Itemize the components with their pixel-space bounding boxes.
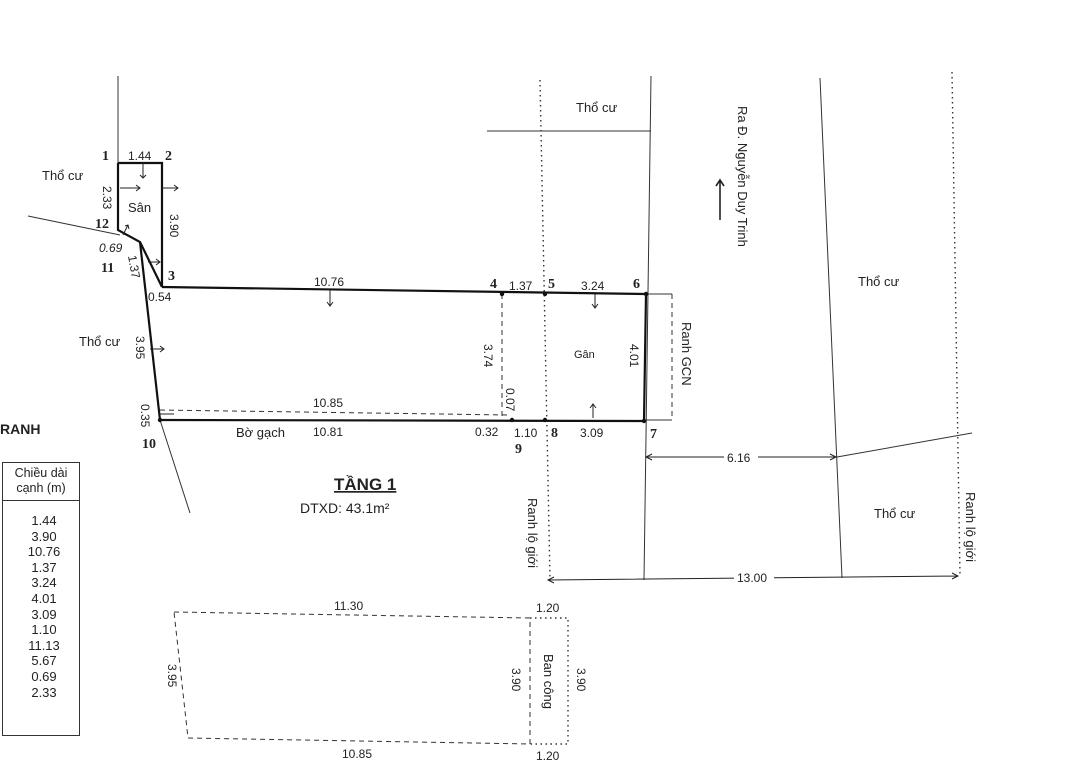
table-row: 0.69 [31, 668, 57, 684]
label-san: Sân [128, 200, 151, 215]
dim-2-3: 3.90 [167, 214, 181, 238]
dim-road-width: 6.16 [727, 451, 751, 465]
neighbor-right-line [836, 432, 973, 458]
road-edge-left [643, 75, 652, 581]
dim-3-4: 10.76 [314, 275, 344, 289]
label-tho-cu-1: Thổ cư [42, 168, 84, 183]
lot-edge-1-2-3 [118, 161, 164, 287]
table-row: 1.44 [31, 513, 57, 528]
road-edge-right [819, 77, 843, 579]
label-tho-cu-2: Thổ cư [79, 334, 121, 349]
table-row: 4.01 [31, 590, 57, 606]
balcony-outline [173, 611, 531, 745]
lot-main-outline [159, 285, 648, 423]
label-tho-cu-5: Thổ cư [874, 506, 916, 521]
dim-10-11: 3.95 [133, 336, 147, 360]
point-6: 6 [633, 277, 640, 292]
dim-9-8: 1.10 [514, 426, 538, 440]
balcony-dim-outer: 3.90 [574, 668, 588, 692]
point-8: 8 [551, 426, 558, 441]
dim-10-9: 10.81 [313, 425, 343, 439]
balcony-dim-left: 3.95 [165, 664, 179, 688]
lot-dashed-line-10-9 [159, 409, 511, 416]
point-4: 4 [490, 277, 497, 292]
table-row: 1.37 [31, 559, 57, 575]
dim-6-7: 4.01 [627, 344, 641, 368]
table-row: 3.24 [31, 575, 57, 591]
dim-10-offset: 0.35 [138, 404, 152, 428]
point-5: 5 [548, 277, 555, 292]
balcony-dim-bottom: 10.85 [342, 747, 372, 761]
edge-length-table: Chiều dài cạnh (m) 1.44 3.90 10.76 1.37 … [2, 462, 80, 736]
table-row: 3.09 [31, 606, 57, 622]
floor-title: TẦNG 1 [334, 475, 396, 494]
table-body: 1.44 3.90 10.76 1.37 3.24 4.01 3.09 1.10… [3, 501, 79, 700]
label-ban-cong: Ban công [541, 654, 556, 709]
dim-1-2: 1.44 [128, 149, 152, 163]
point-9: 9 [515, 442, 522, 457]
floor-area: DTXD: 43.1m² [300, 500, 390, 516]
dim-dashed: 10.85 [313, 396, 343, 410]
label-bo-gach: Bờ gạch [236, 425, 285, 440]
west-boundary-line [27, 215, 121, 236]
dim-4-9: 3.74 [481, 344, 495, 368]
lot-edge-1-12-11 [116, 163, 163, 288]
point-12: 12 [95, 217, 109, 232]
balcony-extension [530, 617, 569, 745]
table-row: 3.90 [31, 528, 57, 544]
point-1: 1 [102, 149, 109, 164]
dim-4-5: 1.37 [509, 279, 533, 293]
point-11: 11 [101, 261, 114, 276]
dim-9-short: 0.32 [475, 425, 499, 439]
table-row: 2.33 [31, 684, 57, 700]
table-header-line1: Chiều dài [14, 466, 68, 480]
setback-line-left [539, 79, 551, 581]
dim-5-6: 3.24 [581, 279, 605, 293]
dim-11-3: 1.37 [125, 254, 143, 280]
dim-9-offset: 0.07 [503, 388, 517, 412]
dim-1-12: 2.33 [100, 186, 114, 210]
point-10: 10 [142, 437, 156, 452]
label-ranh-lo-gioi-right: Ranh lộ giới [963, 492, 978, 562]
dim-total: 13.00 [737, 571, 767, 585]
table-row: 5.67 [31, 653, 57, 669]
table-row: 1.10 [31, 622, 57, 638]
label-ranh-lo-gioi-left: Ranh lộ giới [525, 498, 540, 568]
table-row: 11.13 [28, 637, 60, 653]
point-7: 7 [650, 427, 657, 442]
dim-3-offset: 0.54 [148, 290, 172, 304]
table-header-line2: cạnh (m) [16, 481, 66, 495]
point-2: 2 [165, 149, 172, 164]
table-row: 10.76 [27, 544, 61, 560]
setback-line-right [951, 71, 961, 577]
table-header: Chiều dài cạnh (m) [3, 463, 79, 501]
label-tho-cu-4: Thổ cư [858, 274, 900, 289]
balcony-dim-bottom-right: 1.20 [536, 749, 560, 763]
southwest-boundary-line [159, 419, 191, 514]
dim-8-7: 3.09 [580, 426, 604, 440]
label-tho-cu-3: Thổ cư [576, 100, 618, 115]
label-ranh-gcn: Ranh GCN [679, 322, 694, 386]
balcony-dim-inner: 3.90 [509, 668, 523, 692]
lot-edge-11-10 [138, 241, 162, 421]
side-heading-ranh: RANH [0, 421, 40, 437]
label-gian: Gân [574, 349, 595, 361]
balcony-dim-top-right: 1.20 [536, 601, 560, 615]
dim-12-11: 0.69 [99, 241, 123, 255]
label-road: Ra Đ. Nguyễn Duy Trinh [735, 106, 750, 247]
balcony-dim-top: 11.30 [334, 599, 363, 613]
point-3: 3 [168, 269, 175, 284]
